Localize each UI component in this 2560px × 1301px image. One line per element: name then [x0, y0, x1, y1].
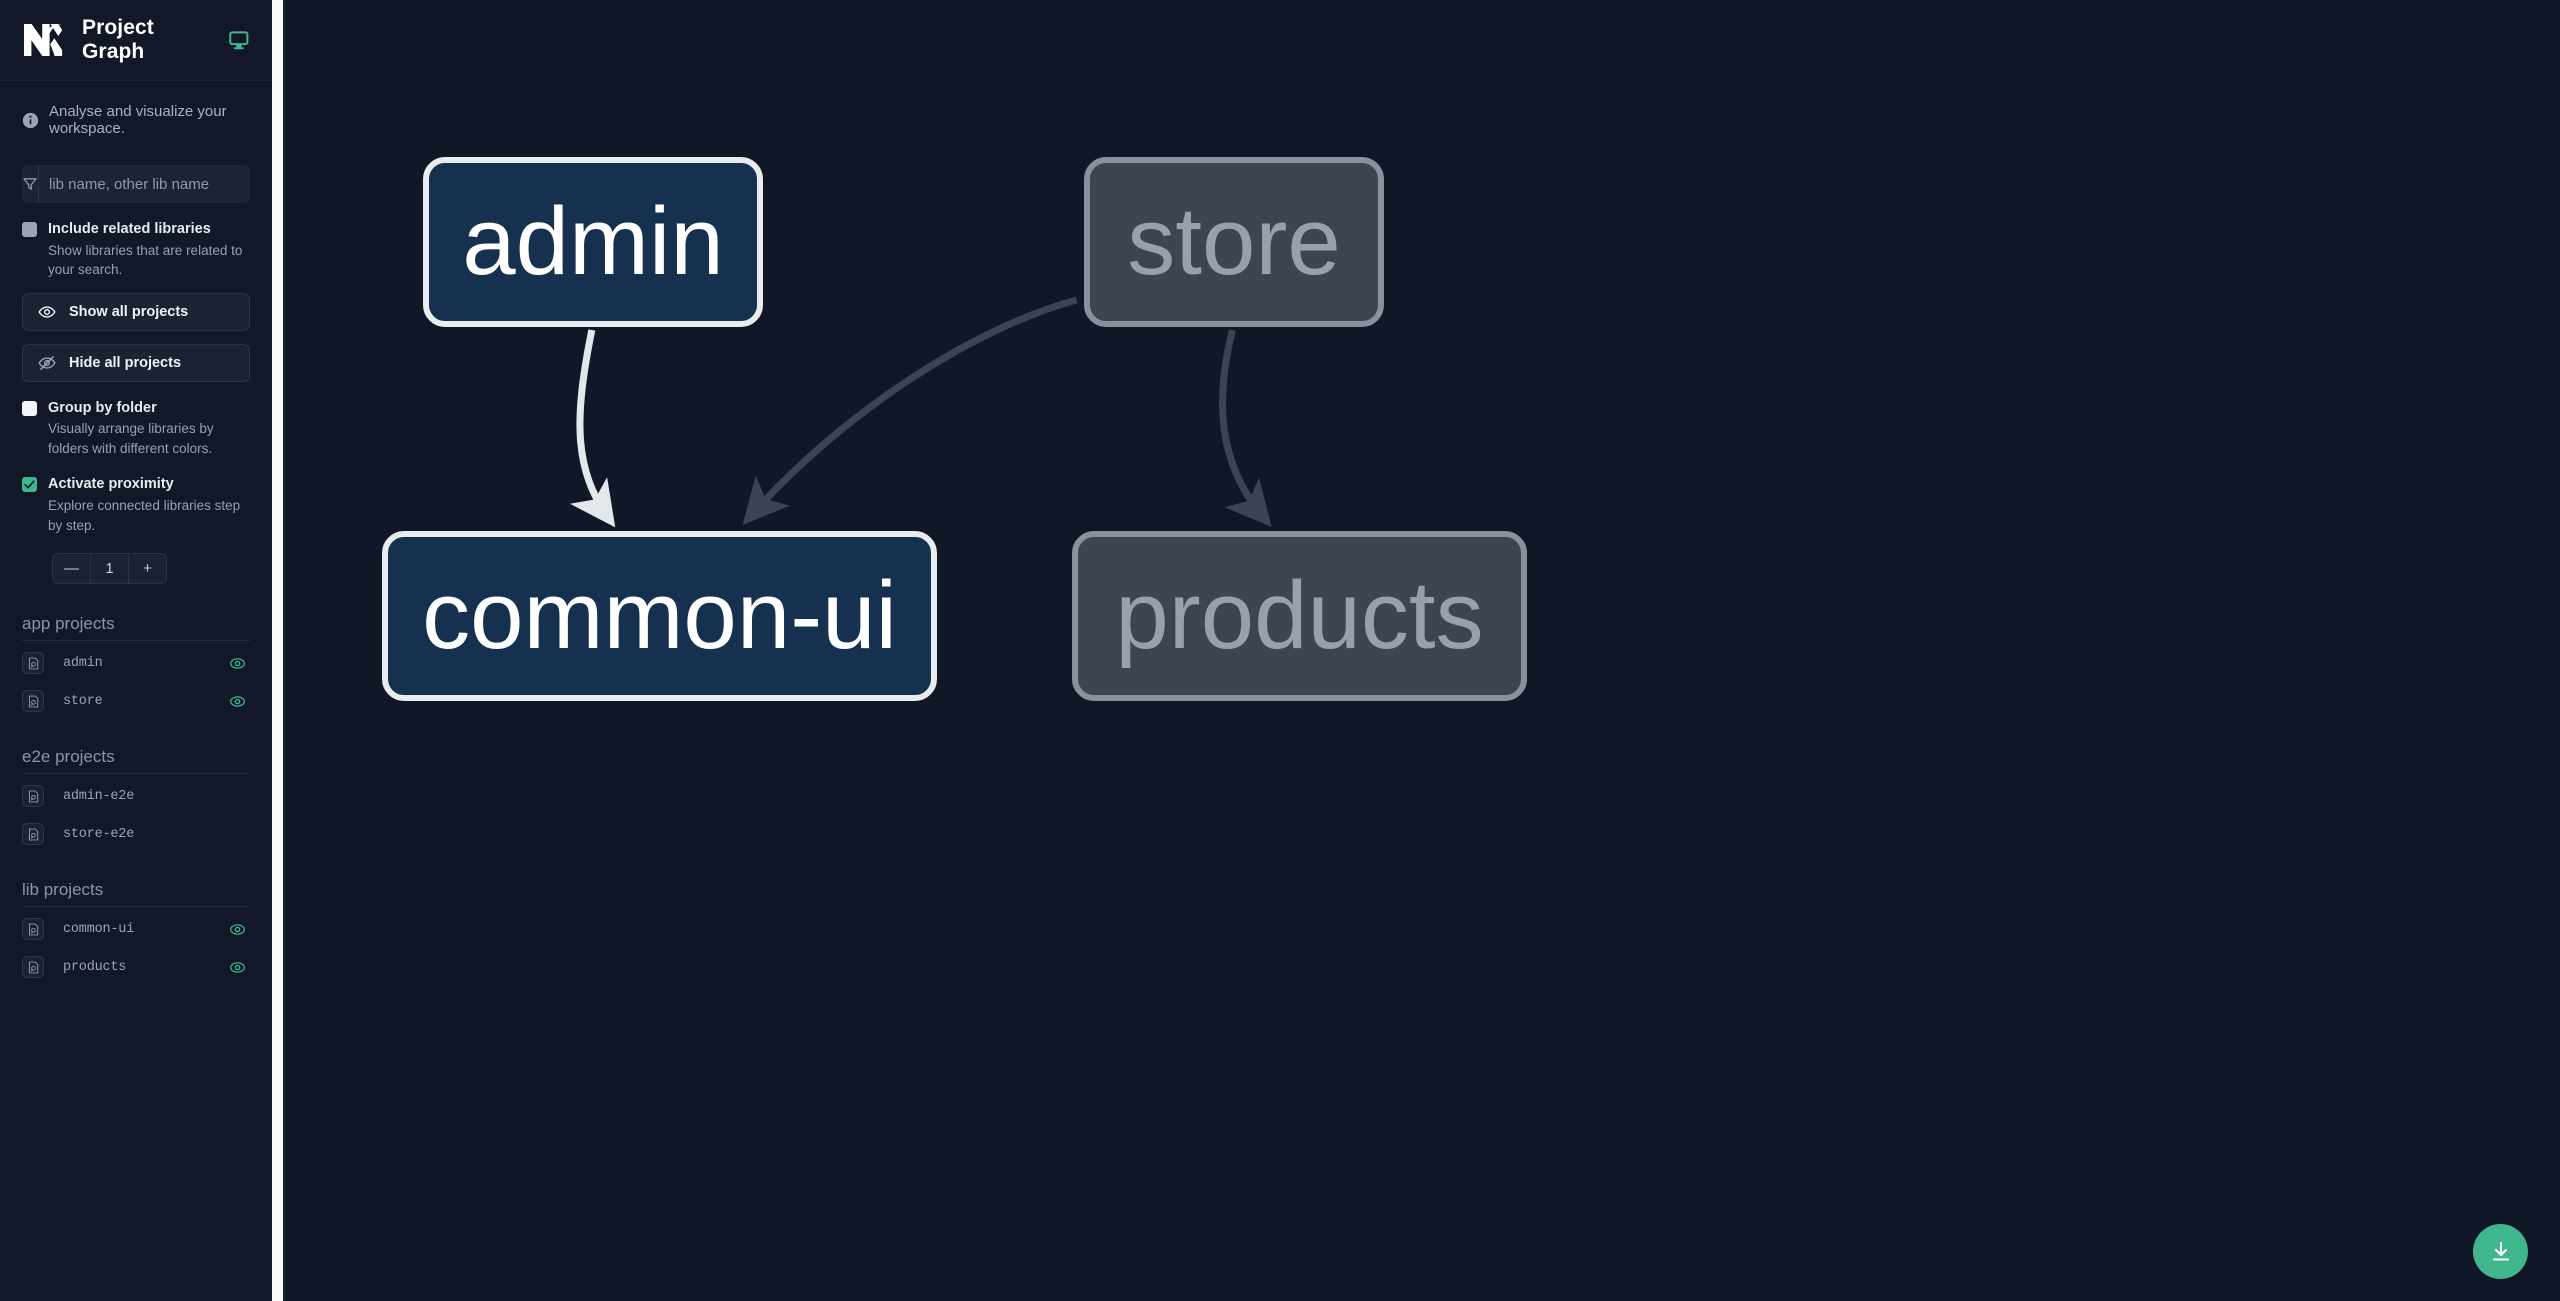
project-name: admin-e2e [63, 788, 135, 804]
tagline-text: Analyse and visualize your workspace. [49, 103, 227, 137]
group-heading-lib-projects: lib projects [22, 880, 250, 908]
graph-node-label: common-ui [422, 562, 897, 669]
project-visibility-eye-icon[interactable] [229, 693, 246, 710]
group-heading-app-projects: app projects [22, 614, 250, 642]
project-row-products[interactable]: products [22, 951, 250, 983]
graph-canvas[interactable]: admin store common-ui products [272, 0, 2560, 1301]
graph-node-store[interactable]: store [1084, 157, 1384, 327]
group-by-folder-checkbox[interactable] [22, 400, 37, 416]
project-file-icon [28, 828, 38, 840]
project-row-store[interactable]: store [22, 685, 250, 717]
activate-proximity-text: Activate proximity Explore connected lib… [48, 475, 250, 535]
info-icon [22, 112, 39, 128]
proximity-increment-button[interactable]: + [143, 560, 152, 578]
hide-all-projects-button[interactable]: Hide all projects [22, 343, 250, 382]
edge-store-to-common-ui [742, 296, 1078, 525]
show-all-projects-label: Show all projects [69, 303, 189, 320]
edge-admin-to-common-ui [569, 329, 616, 528]
download-icon [2492, 1241, 2509, 1261]
proximity-decrement-button[interactable]: — [64, 560, 79, 578]
project-file-icon [28, 657, 38, 669]
project-icon [22, 652, 44, 675]
sidebar-tagline: Analyse and visualize your workspace. [0, 81, 272, 147]
project-name: common-ui [63, 921, 135, 937]
hide-all-projects-label: Hide all projects [69, 354, 182, 371]
option-include-related-libraries[interactable]: Include related libraries Show libraries… [22, 220, 250, 280]
option-description: Visually arrange libraries by folders wi… [48, 421, 214, 456]
project-row-admin[interactable]: admin [22, 647, 250, 679]
project-icon [22, 690, 44, 713]
graph-node-common-ui[interactable]: common-ui [382, 531, 937, 701]
show-all-projects-button[interactable]: Show all projects [22, 292, 250, 331]
option-description: Explore connected libraries step by step… [48, 497, 241, 533]
project-file-icon [28, 961, 38, 973]
graph-node-label: store [1127, 188, 1341, 295]
proximity-value: 1 [90, 554, 129, 584]
project-row-common-ui[interactable]: common-ui [22, 913, 250, 945]
graph-node-admin[interactable]: admin [423, 157, 763, 327]
sidebar-body: Include related libraries Show libraries… [0, 147, 272, 983]
graph-node-label: products [1115, 562, 1484, 669]
group-by-folder-text: Group by folder Visually arrange librari… [48, 399, 250, 459]
include-related-libraries-checkbox[interactable] [22, 222, 37, 237]
download-image-button[interactable] [2473, 1224, 2528, 1279]
project-icon [22, 956, 44, 979]
group-heading-e2e-projects: e2e projects [22, 747, 250, 775]
project-visibility-eye-icon[interactable] [229, 655, 246, 672]
option-label: Activate proximity [48, 476, 174, 493]
project-file-icon [28, 790, 38, 802]
search-input[interactable] [39, 165, 250, 203]
option-description: Show libraries that are related to your … [48, 242, 243, 278]
page-title: Project Graph [82, 16, 154, 63]
graph-edges [569, 296, 1272, 528]
project-row-store-e2e[interactable]: store-e2e [22, 818, 250, 850]
option-label: Include related libraries [48, 221, 211, 237]
project-icon [22, 823, 44, 846]
sidebar-header: Project Graph [0, 0, 272, 81]
filter-icon-box [22, 165, 39, 203]
option-activate-proximity[interactable]: Activate proximity Explore connected lib… [22, 475, 250, 535]
project-visibility-eye-icon[interactable] [229, 959, 246, 976]
eye-off-icon [38, 355, 56, 370]
project-icon [22, 918, 44, 941]
include-related-libraries-text: Include related libraries Show libraries… [48, 220, 250, 280]
edge-store-to-products [1218, 329, 1272, 527]
checkmark-icon [24, 480, 35, 490]
project-file-icon [28, 923, 38, 935]
filter-field[interactable] [22, 165, 250, 203]
eye-icon [38, 306, 56, 318]
project-name: store-e2e [63, 826, 135, 842]
nx-logo-icon [24, 24, 63, 56]
project-name: admin [63, 655, 103, 671]
option-label: Group by folder [48, 399, 157, 416]
activate-proximity-checkbox[interactable] [22, 477, 37, 493]
project-name: products [63, 959, 127, 975]
project-visibility-eye-icon[interactable] [229, 921, 246, 938]
sidebar-scrollbar[interactable] [272, 0, 283, 1301]
monitor-icon[interactable] [228, 28, 250, 52]
project-row-admin-e2e[interactable]: admin-e2e [22, 780, 250, 812]
sidebar-divider [283, 0, 286, 1301]
project-file-icon [28, 695, 38, 707]
proximity-stepper[interactable]: — 1 + [52, 553, 167, 585]
funnel-icon [23, 178, 37, 190]
project-name: store [63, 693, 103, 709]
graph-node-products[interactable]: products [1072, 531, 1527, 701]
option-group-by-folder[interactable]: Group by folder Visually arrange librari… [22, 399, 250, 459]
graph-node-label: admin [462, 188, 724, 295]
project-icon [22, 785, 44, 808]
sidebar: Project Graph Analyse and visualize your… [0, 0, 272, 1301]
